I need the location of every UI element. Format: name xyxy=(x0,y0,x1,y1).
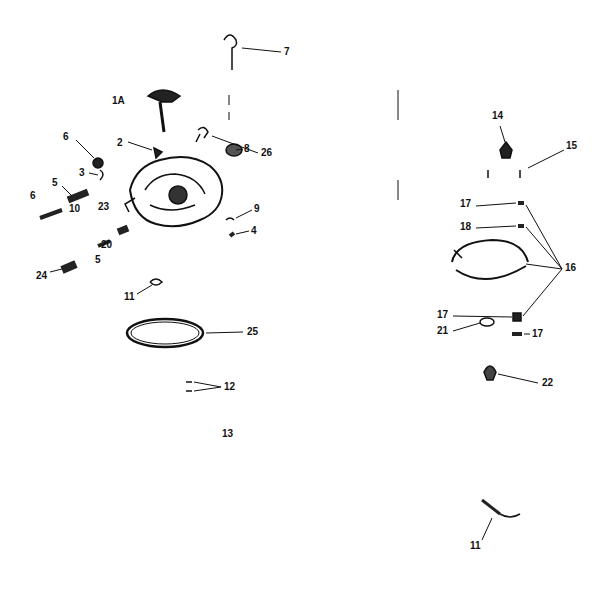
callout-number: 22 xyxy=(542,377,553,388)
callout-number: 2 xyxy=(117,137,123,148)
callout-number: 17 xyxy=(437,309,448,320)
callout-number: 3 xyxy=(79,167,85,178)
callout-number: 9 xyxy=(254,203,260,214)
callout-number: 14 xyxy=(492,110,503,121)
callout-number: 7 xyxy=(284,46,290,57)
callout-number: 18 xyxy=(460,221,471,232)
callout-number: 8 xyxy=(244,143,250,154)
callout-number: 17 xyxy=(460,198,471,209)
callout-number: 25 xyxy=(247,326,258,337)
callout-number: 24 xyxy=(36,270,47,281)
callout-number: 5 xyxy=(95,254,101,265)
callout-number: 6 xyxy=(30,190,36,201)
callout-number: 11 xyxy=(470,540,481,551)
callout-number: 23 xyxy=(98,201,109,212)
callout-number: 11 xyxy=(124,291,135,302)
callout-number: 10 xyxy=(69,203,80,214)
callout-number: 6 xyxy=(63,131,69,142)
spring-clip xyxy=(224,35,237,70)
callout-number: 17 xyxy=(532,328,543,339)
callout-number: 1A xyxy=(112,95,125,106)
callout-number: 26 xyxy=(261,147,272,158)
callout-number: 16 xyxy=(565,262,576,273)
callout-number: 15 xyxy=(566,140,577,151)
callout-number: 13 xyxy=(222,428,233,439)
callout-number: 5 xyxy=(52,177,58,188)
callout-number: 4 xyxy=(251,225,257,236)
callout-number: 21 xyxy=(437,325,448,336)
callout-number: 12 xyxy=(224,381,235,392)
callout-number: 20 xyxy=(101,239,112,250)
